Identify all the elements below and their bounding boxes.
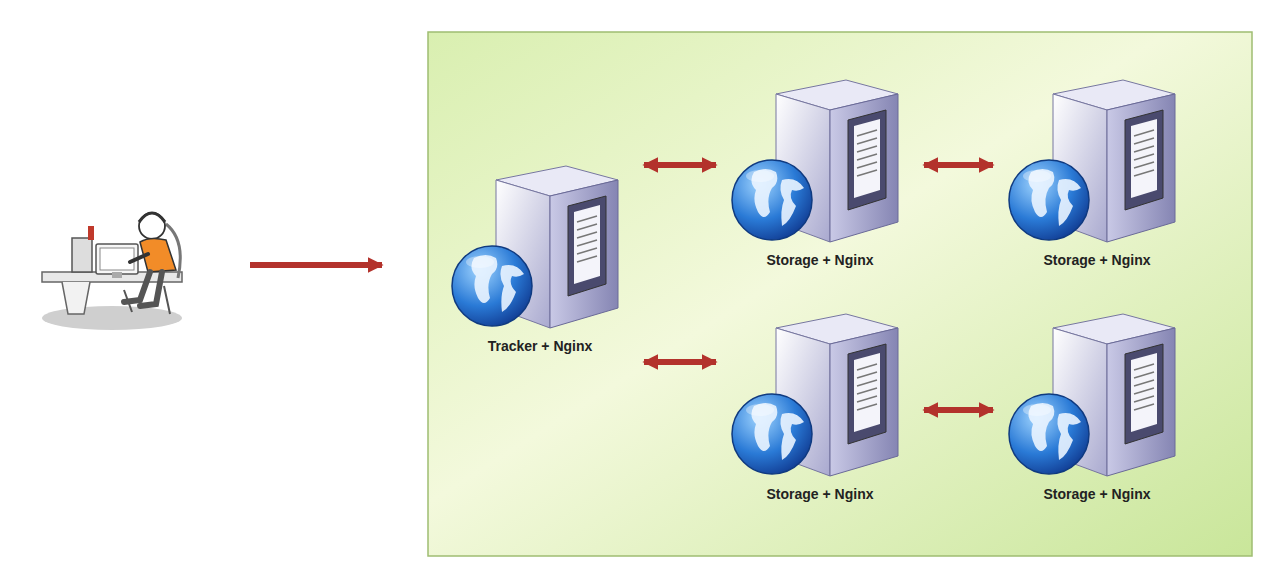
server-label: Storage + Nginx (1003, 252, 1191, 269)
server-node: Storage + Nginx (1003, 72, 1191, 269)
server-label: Storage + Nginx (726, 252, 914, 269)
server-icon (1003, 72, 1183, 252)
server-node: Storage + Nginx (726, 306, 914, 503)
user-icon (42, 213, 182, 330)
server-label: Storage + Nginx (1003, 486, 1191, 503)
sync-arrow (644, 359, 716, 365)
sync-arrow (924, 162, 993, 168)
server-node: Storage + Nginx (1003, 306, 1191, 503)
server-node: Storage + Nginx (726, 72, 914, 269)
server-icon (726, 72, 906, 252)
cluster-panel (428, 32, 1252, 556)
server-label: Storage + Nginx (726, 486, 914, 503)
server-icon (726, 306, 906, 486)
server-icon (446, 158, 626, 338)
server-node: Tracker + Nginx (446, 158, 634, 355)
sync-arrow (924, 407, 993, 413)
sync-arrow (644, 162, 716, 168)
server-icon (1003, 306, 1183, 486)
request-arrow (250, 262, 382, 268)
server-label: Tracker + Nginx (446, 338, 634, 355)
